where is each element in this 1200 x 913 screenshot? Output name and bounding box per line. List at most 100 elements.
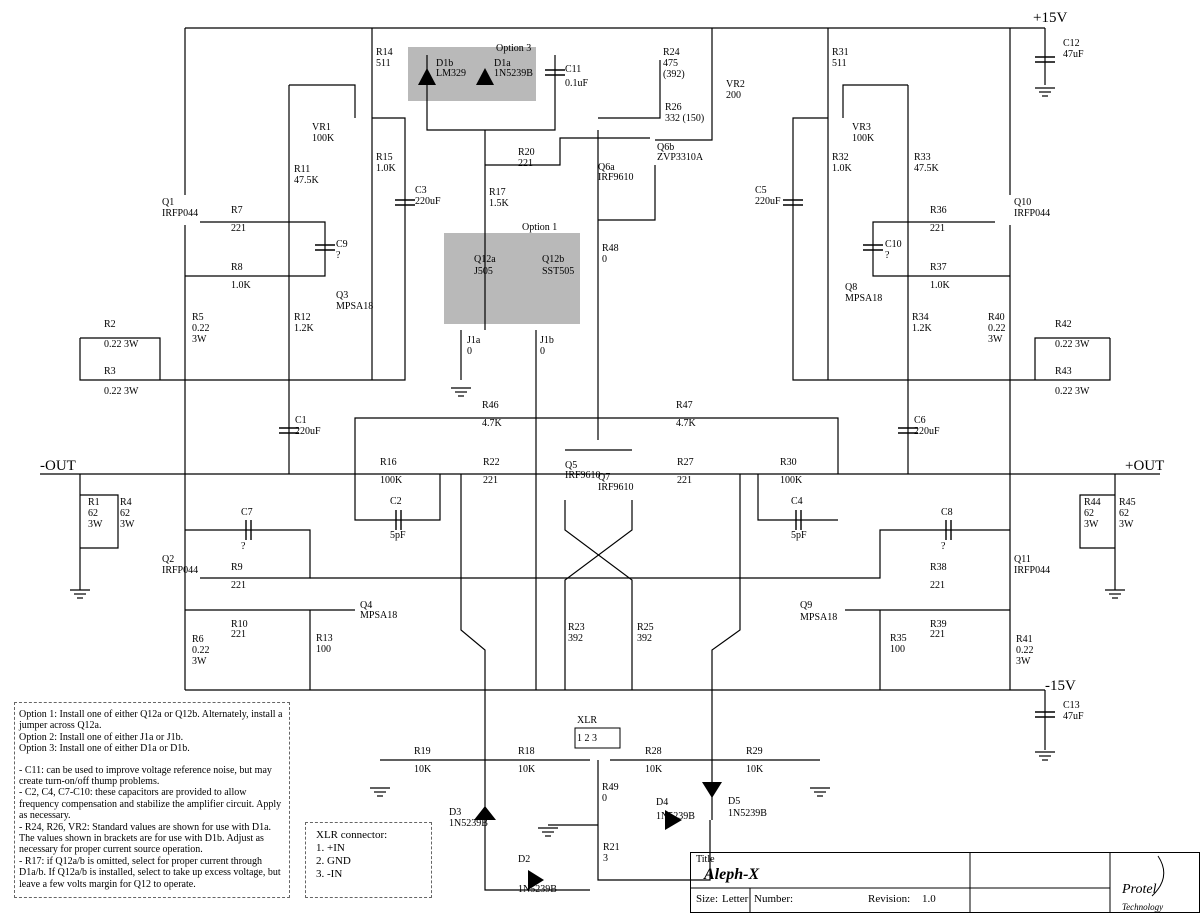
- component-label-r24: R24: [663, 47, 680, 58]
- component-label-q7: IRF9610: [598, 482, 634, 493]
- component-label-q4: MPSA18: [360, 610, 397, 621]
- component-label-r25: 392: [637, 633, 652, 644]
- component-label-r45: 62: [1119, 508, 1129, 519]
- component-label-r1: 62: [88, 508, 98, 519]
- component-label-c6: C6: [914, 415, 926, 426]
- component-label-j1b: 0: [540, 346, 545, 357]
- component-label-r41: 0.22: [1016, 645, 1034, 656]
- component-label-d1b: LM329: [436, 68, 466, 79]
- component-label-q4: Q4: [360, 600, 372, 611]
- component-label-r5: R5: [192, 312, 204, 323]
- component-label-c11: C11: [565, 64, 581, 75]
- component-label-c4: 5pF: [791, 530, 807, 541]
- component-label-r36: R36: [930, 205, 947, 216]
- option-3-label: Option 3: [496, 43, 531, 54]
- component-label-r35: 100: [890, 644, 905, 655]
- component-label-r7: 221: [231, 223, 246, 234]
- component-label-r36: 221: [930, 223, 945, 234]
- component-label-vr3: VR3: [852, 122, 871, 133]
- diode-symbols: [418, 68, 722, 890]
- component-label-q6b: ZVP3310A: [657, 152, 704, 163]
- component-label-r49: 0: [602, 793, 607, 804]
- ground-symbol: [537, 827, 559, 837]
- component-label-r8: 1.0K: [231, 280, 252, 291]
- component-label-r25: R25: [637, 622, 654, 633]
- cross-bias-wire: [310, 529, 1010, 579]
- neg-rail-label: -15V: [1045, 678, 1076, 694]
- component-label-r11: 47.5K: [294, 175, 320, 186]
- component-label-r34: R34: [912, 312, 929, 323]
- component-label-c12: C12: [1063, 38, 1080, 49]
- component-label-j1a: 0: [467, 346, 472, 357]
- xlr-legend-item: 3. -IN: [316, 868, 343, 880]
- capacitor-symbols: [245, 56, 1055, 718]
- component-label-q6a: Q6a: [598, 162, 615, 173]
- r49-r21-wire: [597, 760, 711, 881]
- component-label-q12b: SST505: [542, 266, 574, 277]
- component-label-q2: Q2: [162, 554, 174, 565]
- component-label-r44: R44: [1084, 497, 1101, 508]
- ground-symbol: [369, 787, 391, 797]
- component-label-r11: R11: [294, 164, 310, 175]
- component-label-r18: R18: [518, 746, 535, 757]
- vr1-wire: [289, 84, 356, 118]
- component-label-d4: D4: [656, 797, 668, 808]
- note-3: Option 3: Install one of either D1a or D…: [19, 743, 190, 755]
- component-label-q1: IRFP044: [162, 208, 198, 219]
- q6-drain-wire: [598, 165, 656, 221]
- component-label-r31: 511: [832, 58, 847, 69]
- note-7: - R24, R26, VR2: Standard values are sho…: [19, 821, 272, 856]
- note-gap: [19, 755, 285, 765]
- component-label-r48: 0: [602, 254, 607, 265]
- vr3-wire: [842, 84, 908, 118]
- component-label-r3: R3: [104, 366, 116, 377]
- r42-bracket-wire: [1034, 337, 1110, 380]
- component-label-c5: 220uF: [755, 196, 781, 207]
- r16-c2-wire: [354, 474, 441, 521]
- cross-b-wire: [564, 500, 633, 690]
- component-label-vr3: 100K: [852, 133, 875, 144]
- component-label-r13: 100: [316, 644, 331, 655]
- component-label-d5: D5: [728, 796, 740, 807]
- component-label-r5: 0.22: [192, 323, 210, 334]
- revision-value: 1.0: [922, 893, 936, 905]
- protel-logo: Protel: [1122, 882, 1157, 897]
- component-label-d1a: 1N5239B: [494, 68, 533, 79]
- component-label-q1: Q1: [162, 197, 174, 208]
- title-block: Title Aleph-X Size: Letter Number: Revis…: [690, 852, 1200, 913]
- component-label-c2: C2: [390, 496, 402, 507]
- out-pos-label: +OUT: [1125, 458, 1164, 474]
- component-label-r15: 1.0K: [376, 163, 397, 174]
- component-label-vr2: VR2: [726, 79, 745, 90]
- note-2: Option 2: Install one of either J1a or J…: [19, 731, 184, 743]
- component-label-r20: 221: [518, 158, 533, 169]
- component-label-r6: 3W: [192, 656, 207, 667]
- component-label-r39: 221: [930, 629, 945, 640]
- ground-symbol: [450, 387, 472, 397]
- component-label-r40: R40: [988, 312, 1005, 323]
- component-label-r16: 100K: [380, 475, 403, 486]
- component-label-r46: 4.7K: [482, 418, 503, 429]
- component-label-r21: R21: [603, 842, 620, 853]
- note-8: - R17: if Q12a/b is omitted, select for …: [19, 855, 281, 890]
- component-label-c7: C7: [241, 507, 253, 518]
- component-label-r30: R30: [780, 457, 797, 468]
- component-label-r44: 3W: [1084, 519, 1099, 530]
- component-label-d3: 1N5239B: [449, 818, 488, 829]
- component-label-d5: 1N5239B: [728, 808, 767, 819]
- component-label-r38: 221: [930, 580, 945, 591]
- title-label: Title: [696, 854, 715, 865]
- component-label-r14: R14: [376, 47, 393, 58]
- component-label-r16: R16: [380, 457, 397, 468]
- component-label-q5: Q5: [565, 460, 577, 471]
- component-label-r17: R17: [489, 187, 506, 198]
- component-label-r2: 0.22 3W: [104, 339, 139, 350]
- component-label-d1b: D1b: [436, 58, 453, 69]
- component-label-r46: R46: [482, 400, 499, 411]
- c3-loop-wire: [185, 117, 406, 381]
- r2-r3-left-wire: [79, 338, 185, 381]
- component-label-c11: 0.1uF: [565, 78, 589, 89]
- component-label-r26: 332 (150): [665, 113, 704, 124]
- component-label-r41: R41: [1016, 634, 1033, 645]
